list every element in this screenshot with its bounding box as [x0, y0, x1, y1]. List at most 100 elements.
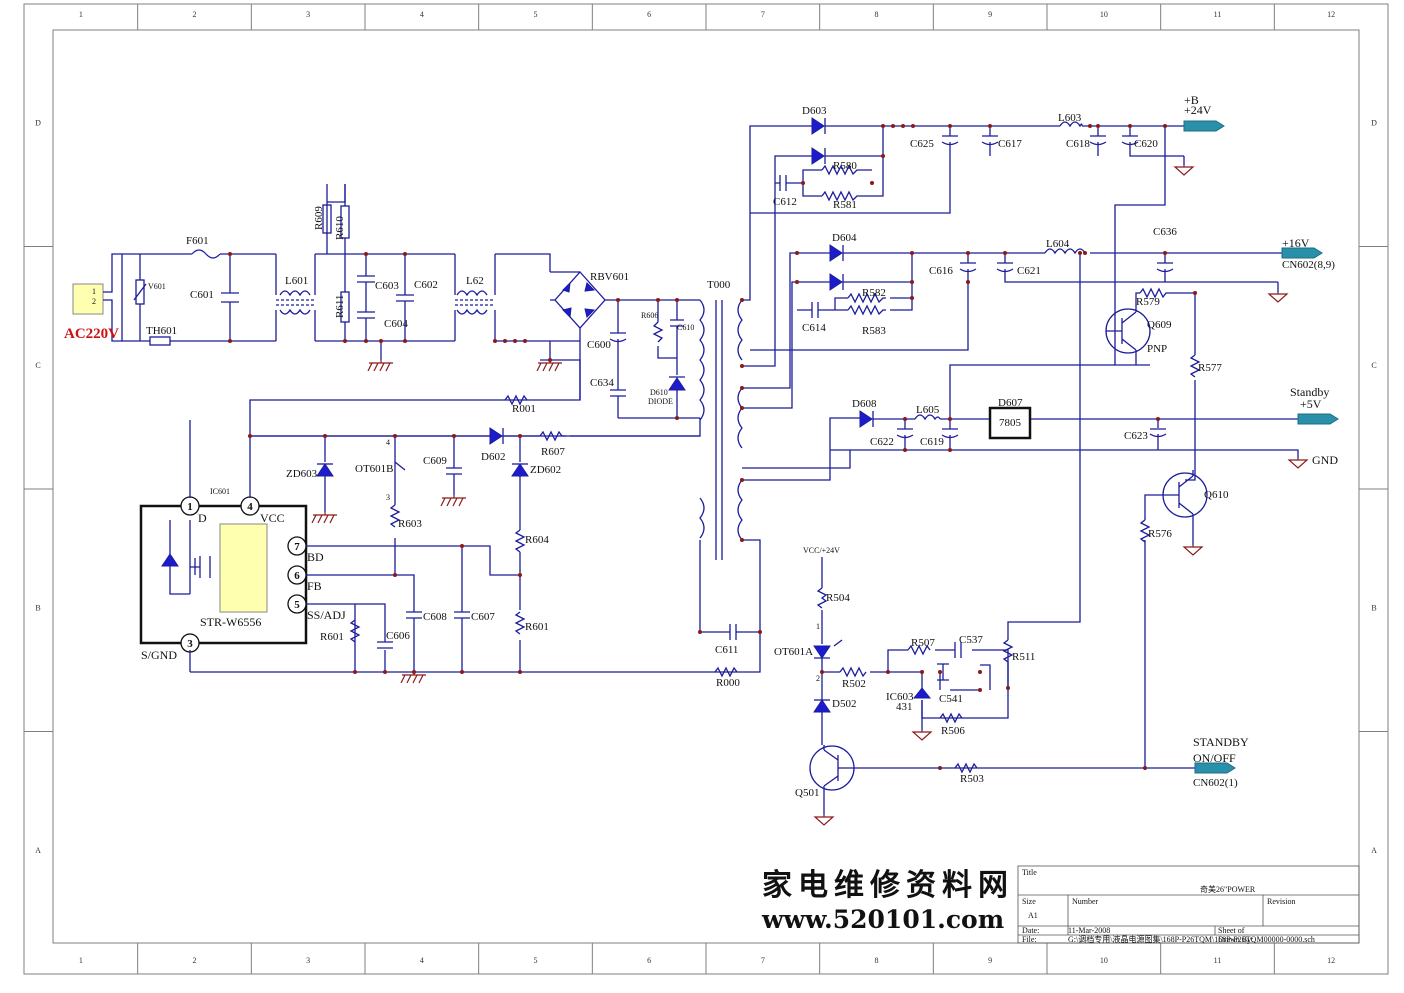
- ic601-pin-number: 5: [294, 599, 300, 611]
- c619-label: C619: [920, 436, 944, 448]
- ic601-pin-name: VCC: [260, 511, 285, 525]
- d602-label: D602: [481, 451, 505, 463]
- c606-label: C606: [386, 630, 410, 642]
- ic601-body: [219, 523, 268, 613]
- plus-24v-label: +24V: [1184, 103, 1212, 117]
- junction-dot: [881, 154, 885, 158]
- output-24v: D603 R580 R581 C612 C625 C617 C618 C620 …: [750, 93, 1225, 366]
- col-number-top: 12: [1327, 10, 1335, 19]
- r504-label: R504: [826, 592, 850, 604]
- junction-dot: [393, 434, 397, 438]
- standby-onoff-2: ON/OFF: [1193, 751, 1236, 765]
- junction-dot: [1096, 124, 1100, 128]
- c603-label: C603: [375, 280, 399, 292]
- junction-dot: [675, 416, 679, 420]
- r580-label: R580: [833, 160, 857, 172]
- d607-label: D607: [998, 397, 1023, 409]
- r610-label: R610: [334, 216, 346, 240]
- junction-dot: [1156, 417, 1160, 421]
- r507-label: R507: [911, 637, 935, 649]
- ac220v-label: AC220V: [64, 326, 119, 342]
- junction-dot: [988, 124, 992, 128]
- q610-switch: R576 Q610: [1139, 470, 1229, 770]
- q609-type: PNP: [1147, 343, 1167, 355]
- r583-label: R583: [862, 325, 886, 337]
- ic601-pin-number: 1: [187, 501, 193, 513]
- junction-dot: [353, 670, 357, 674]
- plus-5v-label: +5V: [1300, 397, 1322, 411]
- zd602-label: ZD602: [530, 464, 561, 476]
- junction-dot: [513, 339, 517, 343]
- junction-dot: [740, 478, 744, 482]
- junction-dot: [801, 181, 805, 185]
- junction-dot: [493, 339, 497, 343]
- d610-label: D610: [650, 388, 668, 397]
- chassis-ground-symbol: [311, 512, 337, 524]
- junction-dot: [412, 670, 416, 674]
- c607-label: C607: [471, 611, 495, 623]
- connector-pin-1: 1: [92, 287, 96, 296]
- ic601-block: IC601 STR-W6556 1D4VCC7BD6FB5SS/ADJ3S/GN…: [139, 420, 346, 672]
- junction-dot: [675, 298, 679, 302]
- c611-label: C611: [715, 644, 738, 656]
- junction-dot: [379, 339, 383, 343]
- ground-symbol: [911, 730, 933, 741]
- junction-dot: [820, 670, 824, 674]
- q609-label: Q609: [1147, 319, 1172, 331]
- junction-dot: [518, 670, 522, 674]
- ground-symbol: [1182, 545, 1204, 556]
- ot601b-label: OT601B: [355, 463, 394, 475]
- col-number-bottom: 8: [875, 956, 879, 965]
- ic601-pin-number: 4: [247, 501, 253, 513]
- c609-label: C609: [423, 455, 447, 467]
- junction-dot: [966, 280, 970, 284]
- col-number-top: 10: [1100, 10, 1108, 19]
- c622-label: C622: [870, 436, 894, 448]
- junction-dot: [903, 417, 907, 421]
- d604-label: D604: [832, 232, 857, 244]
- revision-label: Revision: [1267, 897, 1295, 906]
- gnd-label: GND: [1312, 453, 1338, 467]
- junction-dot: [795, 280, 799, 284]
- junction-dot: [938, 670, 942, 674]
- c625-label: C625: [910, 138, 934, 150]
- junction-dot: [948, 124, 952, 128]
- junction-dot: [948, 417, 952, 421]
- c617-label: C617: [998, 138, 1022, 150]
- col-number-top: 1: [79, 10, 83, 19]
- col-number-top: 7: [761, 10, 765, 19]
- r601a-label: R601: [320, 631, 344, 643]
- l601-choke: L601: [275, 254, 316, 341]
- ot601a-pin1: 1: [816, 622, 820, 631]
- d610-type: DIODE: [648, 397, 673, 406]
- junction-dot: [548, 358, 552, 362]
- junction-dot: [891, 124, 895, 128]
- r511-label: R511: [1012, 651, 1035, 663]
- col-number-top: 11: [1214, 10, 1222, 19]
- plus-b-label: +B: [1184, 93, 1199, 107]
- size-value: A1: [1028, 911, 1038, 920]
- standby-label: Standby: [1290, 385, 1329, 399]
- r502-label: R502: [842, 678, 866, 690]
- r506-label: R506: [941, 725, 965, 737]
- r606-label: R606: [641, 311, 658, 320]
- q610-label: Q610: [1204, 489, 1229, 501]
- date-value: 11-Mar-2008: [1068, 926, 1110, 935]
- fuse-label: F601: [186, 235, 209, 247]
- r577-label: R577: [1198, 362, 1222, 374]
- junction-dot: [740, 406, 744, 410]
- col-number-bottom: 2: [193, 956, 197, 965]
- junction-dot: [966, 251, 970, 255]
- junction-dot: [1163, 124, 1167, 128]
- watermark-line1: 家电维修资料网: [762, 868, 1014, 903]
- ic601-pin-number: 6: [294, 570, 300, 582]
- row-letter: A: [1371, 846, 1377, 855]
- junction-dot: [403, 252, 407, 256]
- plus-16v-label: +16V: [1282, 236, 1310, 250]
- ground-symbol: [1267, 292, 1289, 303]
- ic603-part: 431: [896, 701, 913, 713]
- c616-label: C616: [929, 265, 953, 277]
- rbv601-label: RBV601: [590, 271, 629, 283]
